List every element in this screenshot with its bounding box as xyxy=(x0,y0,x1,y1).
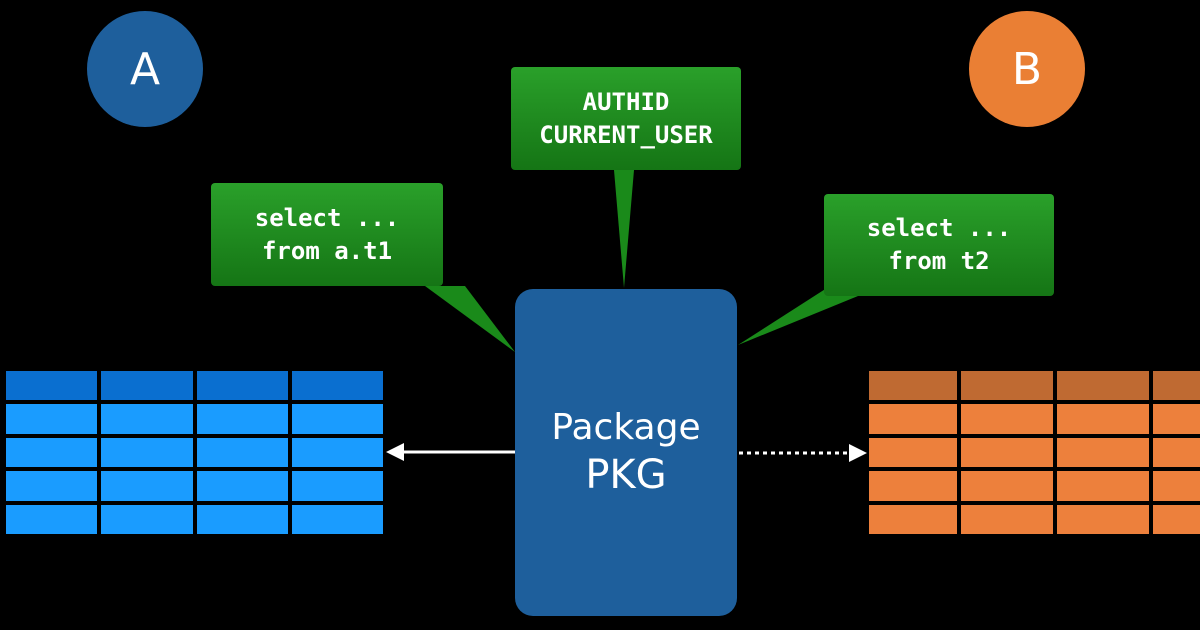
table-b-cell xyxy=(961,437,1053,468)
table-b-header-cell xyxy=(1153,371,1200,401)
callout-left: select ... from a.t1 xyxy=(211,183,443,286)
table-b-cell xyxy=(869,404,957,434)
package-label: Package xyxy=(551,406,701,448)
table-b-cell xyxy=(869,504,957,534)
table-a-header-cell xyxy=(291,371,383,401)
table-a-cell xyxy=(6,437,98,468)
table-a-cell xyxy=(6,404,98,434)
callout-left-line2: from a.t1 xyxy=(261,236,393,265)
table-b-cell xyxy=(869,437,957,468)
table-a-cell xyxy=(101,471,193,501)
arrow-to-table-b-head xyxy=(849,444,867,462)
callout-left-line1: select ... xyxy=(254,203,400,232)
callout-right: select ... from t2 xyxy=(824,194,1054,296)
table-a-cell xyxy=(291,471,383,501)
table-a-header-cell xyxy=(101,371,193,401)
table-b-cell xyxy=(869,471,957,501)
package-name: PKG xyxy=(585,451,667,498)
table-b-header-cell xyxy=(869,371,957,401)
table-a-cell xyxy=(101,437,193,468)
table-a-cell xyxy=(6,471,98,501)
table-b-cell xyxy=(961,504,1053,534)
callout-right-line1: select ... xyxy=(866,214,1012,242)
schema-b-circle: B xyxy=(969,11,1085,127)
table-a-cell xyxy=(196,471,288,501)
table-b-cell xyxy=(1153,404,1200,434)
table-a-cell xyxy=(196,404,288,434)
table-a-cell xyxy=(291,504,383,534)
table-b-header-cell xyxy=(1057,371,1149,401)
callout-left-tail xyxy=(425,286,515,352)
table-b-header-cell xyxy=(961,371,1053,401)
callout-right-tail xyxy=(738,286,858,345)
callout-top: AUTHID CURRENT_USER xyxy=(511,67,741,170)
callout-top-line1: AUTHID xyxy=(582,87,670,116)
table-a-cell xyxy=(291,437,383,468)
arrow-to-table-a-head xyxy=(386,443,404,461)
package-box: Package PKG xyxy=(515,289,737,616)
table-b-cell xyxy=(1057,437,1149,468)
table-b xyxy=(869,371,1200,534)
table-a-cell xyxy=(6,504,98,534)
table-a-header-cell xyxy=(6,371,98,401)
table-b-cell xyxy=(1057,504,1149,534)
table-b-cell xyxy=(1057,471,1149,501)
table-b-cell xyxy=(1153,504,1200,534)
table-b-cell xyxy=(1057,404,1149,434)
table-b-cell xyxy=(961,471,1053,501)
callout-top-line2: CURRENT_USER xyxy=(539,120,713,149)
callout-right-line2: from t2 xyxy=(888,247,990,275)
callout-top-tail xyxy=(614,170,634,288)
table-b-cell xyxy=(961,404,1053,434)
table-b-cell xyxy=(1153,471,1200,501)
table-a-header-cell xyxy=(196,371,288,401)
table-a-cell xyxy=(196,437,288,468)
schema-a-circle: A xyxy=(87,11,203,127)
table-a-cell xyxy=(291,404,383,434)
table-a-cell xyxy=(101,404,193,434)
table-b-cell xyxy=(1153,437,1200,468)
table-a-cell xyxy=(101,504,193,534)
table-a-cell xyxy=(196,504,288,534)
table-a xyxy=(6,371,383,534)
